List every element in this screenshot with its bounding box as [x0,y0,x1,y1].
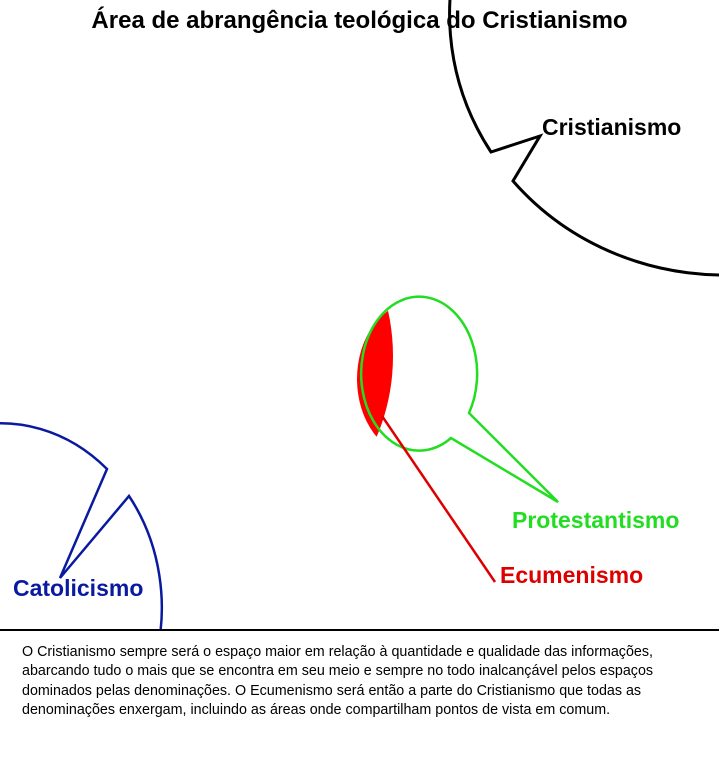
diagram-title: Área de abrangência teológica do Cristia… [91,7,628,34]
ecumenism-pointer-line [380,415,497,583]
venn-diagram: Cristianismo Catolicismo Protestantismo … [0,0,719,630]
ecumenism-label: Ecumenismo [500,562,643,588]
caption-text: O Cristianismo sempre será o espaço maio… [22,644,654,718]
protestantism-region [359,295,559,504]
caption-divider [0,629,719,631]
catholicism-label: Catolicismo [13,575,143,601]
christianity-label: Cristianismo [542,114,681,140]
protestantism-label: Protestantismo [512,507,679,533]
